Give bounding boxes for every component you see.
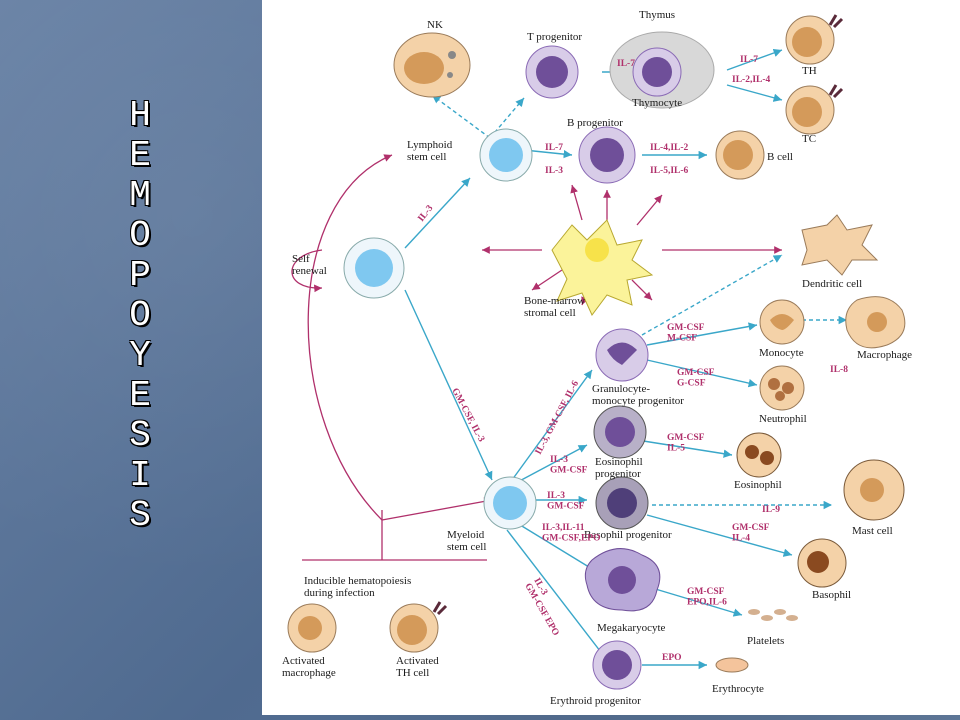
title-letter: H <box>129 95 151 136</box>
cell-lymphoid-stem <box>479 128 533 182</box>
label-megakaryocyte: Megakaryocyte <box>597 622 666 634</box>
label-mast-cell: Mast cell <box>852 525 893 537</box>
cell-stromal <box>551 219 654 316</box>
label-th: TH <box>802 65 817 77</box>
cytokine-b-il7: IL-7 <box>545 143 563 153</box>
label-monocyte: Monocyte <box>759 347 804 359</box>
cell-labels: NK T progenitor Thymus Thymocyte TH TC L… <box>282 9 912 707</box>
cell-monocyte <box>759 299 805 345</box>
label-tc: TC <box>802 133 816 145</box>
cytokine-gm-il3-gmcsf-il6: IL-3, GM-CSF, IL-6 <box>534 379 581 456</box>
cytokine-b-il5-il6: IL-5,IL-6 <box>650 166 689 176</box>
cytokine-t-il7: IL-7 <box>617 59 635 69</box>
cell-gm-progenitor <box>595 328 649 382</box>
label-dendritic: Dendritic cell <box>802 278 862 290</box>
cytokine-b-il3: IL-3 <box>545 166 563 176</box>
title-letter: M <box>129 175 151 216</box>
cell-hematopoietic-stem <box>343 237 405 299</box>
label-thymocyte: Thymocyte <box>632 97 682 109</box>
cell-megakaryocyte <box>584 548 661 612</box>
cytokine-ery-il3: IL-3GM-CSF EPO <box>522 577 569 638</box>
label-b-cell: B cell <box>767 151 793 163</box>
title-letter: E <box>129 135 151 176</box>
cytokine-b-il4-il2: IL-4,IL-2 <box>650 143 689 153</box>
label-erythroid-progenitor: Erythroid progenitor <box>550 695 641 707</box>
title-letter: O <box>129 295 151 336</box>
cytokine-macro-il8: IL-8 <box>830 365 848 375</box>
label-thymus: Thymus <box>639 9 675 21</box>
cell-activated-th <box>389 601 448 653</box>
title-letter: O <box>129 215 151 256</box>
cytokine-thymus-il2-il4: IL-2,IL-4 <box>732 75 771 85</box>
title-letter: P <box>129 255 151 296</box>
cytokine-mast-il9: IL-9 <box>762 505 780 515</box>
label-macrophage: Macrophage <box>857 349 912 361</box>
cell-th <box>785 14 844 65</box>
title-letter: I <box>129 455 151 496</box>
cell-t-progenitor <box>525 45 579 99</box>
cell-erythroid-progenitor <box>592 640 642 690</box>
thymus-region <box>609 31 715 109</box>
cell-neutrophil <box>759 365 805 411</box>
label-t-progenitor: T progenitor <box>527 31 582 43</box>
cell-dendritic <box>801 214 879 276</box>
diagram-svg: NK T progenitor Thymus Thymocyte TH TC L… <box>282 9 912 707</box>
label-basophil: Basophil <box>812 589 851 601</box>
label-neutrophil: Neutrophil <box>759 413 807 425</box>
title-letter: Y <box>129 335 151 376</box>
cell-b <box>715 130 765 180</box>
arrows-magenta <box>291 154 782 561</box>
title-letter: E <box>129 375 151 416</box>
label-b-progenitor: B progenitor <box>567 117 623 129</box>
cytokine-thymus-il7: IL-7 <box>740 55 758 65</box>
cytokine-ery-epo: EPO <box>662 653 682 663</box>
label-gm-progenitor: Granulocyte-monocyte progenitor <box>592 383 684 407</box>
cell-activated-macrophage <box>287 603 337 653</box>
title-letter: S <box>129 495 151 536</box>
title-letter: S <box>129 415 151 456</box>
cell-eosinophil-progenitor <box>593 405 647 459</box>
cytokine-myeloid-gmcsf-il3: GM-CSF, IL-3 <box>449 387 486 444</box>
cell-basophil <box>797 538 847 588</box>
cell-myeloid-stem <box>483 476 537 530</box>
cytokine-lymphoid-il3: IL-3 <box>416 203 435 223</box>
cell-macrophage <box>845 296 906 349</box>
cell-b-progenitor <box>578 126 636 184</box>
cell-platelets <box>748 609 798 621</box>
cell-basophil-progenitor <box>595 476 649 530</box>
cell-tc <box>785 84 844 135</box>
label-eosinophil: Eosinophil <box>734 479 782 491</box>
label-erythrocyte: Erythrocyte <box>712 683 764 695</box>
cell-erythrocyte <box>715 657 749 673</box>
label-basophil-progenitor: Basophil progenitor <box>584 529 672 541</box>
label-nk: NK <box>427 19 443 31</box>
hematopoiesis-diagram: NK T progenitor Thymus Thymocyte TH TC L… <box>262 0 960 715</box>
cell-nk <box>393 32 471 98</box>
cell-mast <box>843 459 905 521</box>
cell-eosinophil <box>736 432 782 478</box>
label-platelets: Platelets <box>747 635 784 647</box>
